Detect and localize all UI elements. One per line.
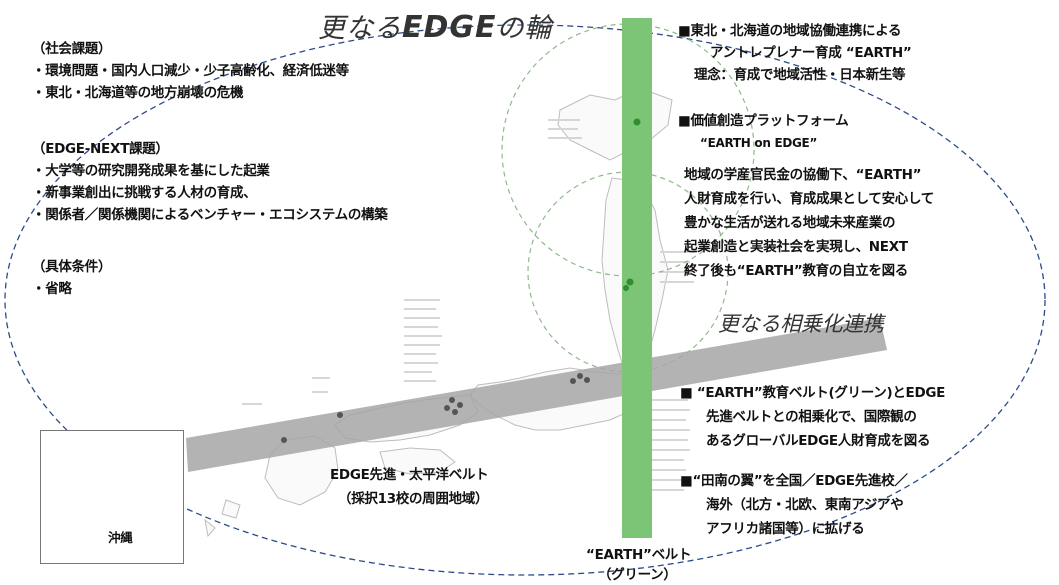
belt-synergy-line-2: 先進ベルトとの相乗化で、国際観の bbox=[706, 409, 917, 425]
platform-body-line-1: 地域の学産官民金の協働下、“EARTH” bbox=[684, 167, 922, 183]
edge-ring-ellipse bbox=[4, 24, 1046, 576]
belt-synergy-line-1: ■ “EARTH”教育ベルト(グリーン)とEDGE bbox=[680, 385, 946, 401]
university-label-marks bbox=[242, 119, 695, 491]
title-suffix: の輪 bbox=[496, 13, 553, 44]
belt-synergy-line-3: あるグローバルEDGE人財育成を図る bbox=[706, 433, 931, 449]
platform-item-line-2: “EARTH on EDGE” bbox=[700, 136, 818, 150]
pacific-belt-label-2: （採択13校の周囲地域） bbox=[338, 491, 489, 507]
platform-body-line-2: 人財育成を行い、育成成果として安心して bbox=[684, 191, 934, 207]
edge-next-issue-3: ・関係者／関係機関によるベンチャー・エコシステムの構築 bbox=[32, 207, 388, 223]
platform-item-line-1: ■価値創造プラットフォーム bbox=[678, 113, 849, 129]
title-edge: EDGE bbox=[402, 10, 497, 45]
expand-line-1: ■“田南の翼”を全国／EDGE先進校／ bbox=[680, 473, 908, 489]
conditions-1: ・省略 bbox=[32, 281, 72, 297]
title-prefix: 更なる bbox=[318, 13, 402, 44]
earth-item-1-line-1: ■東北・北海道の地域協働連携による bbox=[678, 23, 902, 39]
pacific-belt bbox=[186, 318, 887, 472]
social-issue-2: ・東北・北海道等の地方崩壊の危機 bbox=[32, 85, 244, 101]
conditions-heading: （具体条件） bbox=[32, 259, 112, 275]
earth-item-1-line-2: アントレプレナー育成 “EARTH” bbox=[710, 45, 912, 61]
earth-item-1-line-3: 理念：育成で地域活性・日本新生等 bbox=[694, 67, 906, 83]
earth-belt bbox=[622, 18, 652, 538]
university-dots bbox=[281, 118, 641, 443]
expand-line-3: アフリカ諸国等）に拡げる bbox=[706, 521, 865, 537]
pacific-belt-label-1: EDGE先進・太平洋ベルト bbox=[330, 467, 489, 483]
okinawa-inset bbox=[40, 430, 184, 564]
edge-next-heading: （EDGE-NEXT課題） bbox=[32, 141, 169, 157]
expand-line-2: 海外（北方・北欧、東南アジアや bbox=[706, 497, 904, 513]
okinawa-label: 沖縄 bbox=[108, 530, 133, 545]
platform-body-line-5: 終了後も“EARTH”教育の自立を図る bbox=[684, 263, 909, 279]
earth-belt-label-2: （グリーン） bbox=[598, 567, 677, 583]
edge-next-issue-1: ・大学等の研究開発成果を基にした起業 bbox=[32, 163, 270, 179]
platform-body-line-3: 豊かな生活が送れる地域未来産業の bbox=[684, 215, 896, 231]
diagram-title: 更なるEDGEの輪 bbox=[318, 6, 553, 45]
social-issue-1: ・環境問題・国内人口減少・少子高齢化、経済低迷等 bbox=[32, 63, 349, 79]
synergy-heading: 更なる相乗化連携 bbox=[718, 312, 884, 336]
platform-body-line-4: 起業創造と実装社会を実現し、NEXT bbox=[684, 239, 908, 255]
social-issues-heading: （社会課題） bbox=[32, 41, 112, 57]
earth-belt-label-1: “EARTH”ベルト bbox=[586, 547, 692, 563]
hokkaido-circle bbox=[501, 23, 755, 277]
edge-next-issue-2: ・新事業創出に挑戦する人材の育成、 bbox=[32, 185, 257, 201]
